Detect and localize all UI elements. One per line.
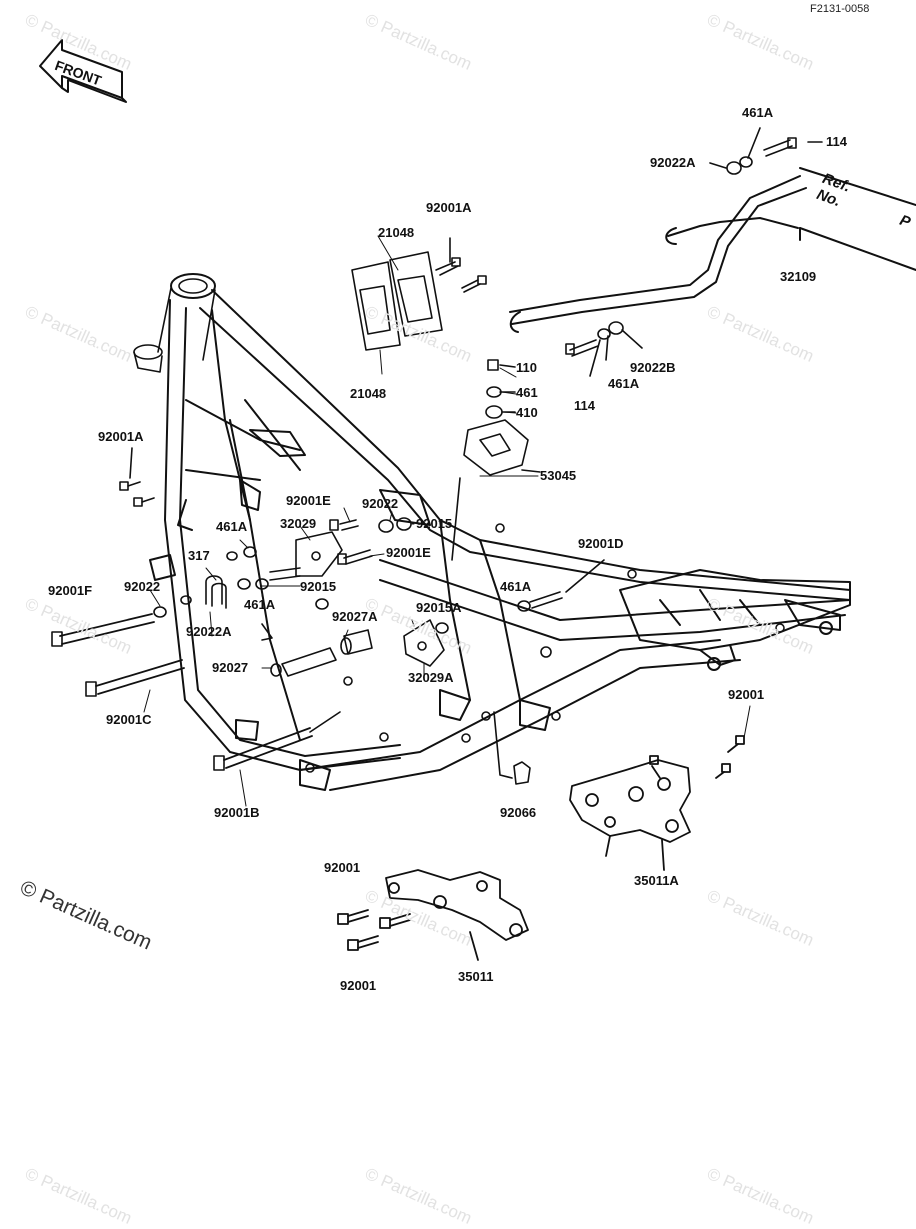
part-label: 92022A xyxy=(650,155,696,170)
part-label: 21048 xyxy=(378,225,415,240)
part-label: 92022A xyxy=(186,624,232,639)
bolt-92001F-icon xyxy=(52,607,166,646)
clamp-317 xyxy=(181,547,328,640)
part-label: 92001 xyxy=(728,687,765,702)
bracket-32029A xyxy=(404,620,448,666)
nut-92015-icon xyxy=(379,518,411,532)
part-label: 114 xyxy=(826,134,847,149)
frame-holes xyxy=(306,524,784,772)
part-label: 92001E xyxy=(286,493,331,508)
part-label: 461 xyxy=(516,385,538,400)
part-label: 32029 xyxy=(280,516,317,531)
part-label: 92001 xyxy=(324,860,361,875)
fastener-mid-right xyxy=(566,322,642,376)
part-label: 92066 xyxy=(500,805,537,820)
bolt-92001A-top-icon xyxy=(436,238,486,292)
part-label: 92001 xyxy=(340,978,377,993)
part-label: 92027 xyxy=(212,660,249,675)
part-label: 32109 xyxy=(780,269,817,284)
part-label: 32029A xyxy=(408,670,454,685)
part-label: 114 xyxy=(574,398,595,413)
part-label: 461A xyxy=(608,376,640,391)
part-label: 461A xyxy=(216,519,248,534)
part-label: 92015 xyxy=(300,579,337,594)
frame-tubes xyxy=(150,290,850,790)
part-label: 92001B xyxy=(214,805,260,820)
bolt-92001C-icon xyxy=(86,660,184,696)
bracket-32029 xyxy=(296,520,372,576)
fastener-top-right xyxy=(710,128,822,174)
bolt-92001D-icon xyxy=(518,560,604,611)
bolt-92001A-left-icon xyxy=(120,448,154,506)
part-label: 92027A xyxy=(332,609,378,624)
part-label: 35011A xyxy=(634,873,679,888)
steering-head xyxy=(134,274,215,372)
plate-21048 xyxy=(352,252,442,350)
part-label: 92001C xyxy=(106,712,152,727)
part-label: 461A xyxy=(742,105,774,120)
part-label: 461A xyxy=(244,597,276,612)
engine-bracket-35011A xyxy=(570,736,744,870)
front-arrow-icon xyxy=(40,40,126,102)
part-label: 317 xyxy=(188,548,210,563)
leader-lines xyxy=(144,236,750,806)
part-label: 92022 xyxy=(362,496,399,511)
diagram-id: F2131-0058 xyxy=(810,3,870,15)
part-label: 92022B xyxy=(630,360,676,375)
part-label: 110 xyxy=(516,360,537,375)
part-label: 92015A xyxy=(416,600,462,615)
engine-bracket-35011 xyxy=(338,870,528,960)
spacer-92027 xyxy=(271,630,372,676)
cap-92066-icon xyxy=(494,712,530,784)
part-label: 92001E xyxy=(386,545,431,560)
part-label: 21048 xyxy=(350,386,387,401)
part-label: 35011 xyxy=(458,969,494,984)
part-label: 92015 xyxy=(416,516,453,531)
part-label: 92001D xyxy=(578,536,624,551)
bolt-92001B-icon xyxy=(214,712,340,770)
frame-drawing xyxy=(0,0,916,1200)
part-label: 53045 xyxy=(540,468,577,483)
part-label: 92001F xyxy=(48,583,93,598)
part-label: 410 xyxy=(516,405,538,420)
part-label: 92022 xyxy=(124,579,161,594)
part-label: 92001A xyxy=(426,200,472,215)
part-label: 461A xyxy=(500,579,532,594)
tube-32109 xyxy=(510,176,806,332)
part-label: 92001A xyxy=(98,429,144,444)
ref-box xyxy=(800,168,916,270)
